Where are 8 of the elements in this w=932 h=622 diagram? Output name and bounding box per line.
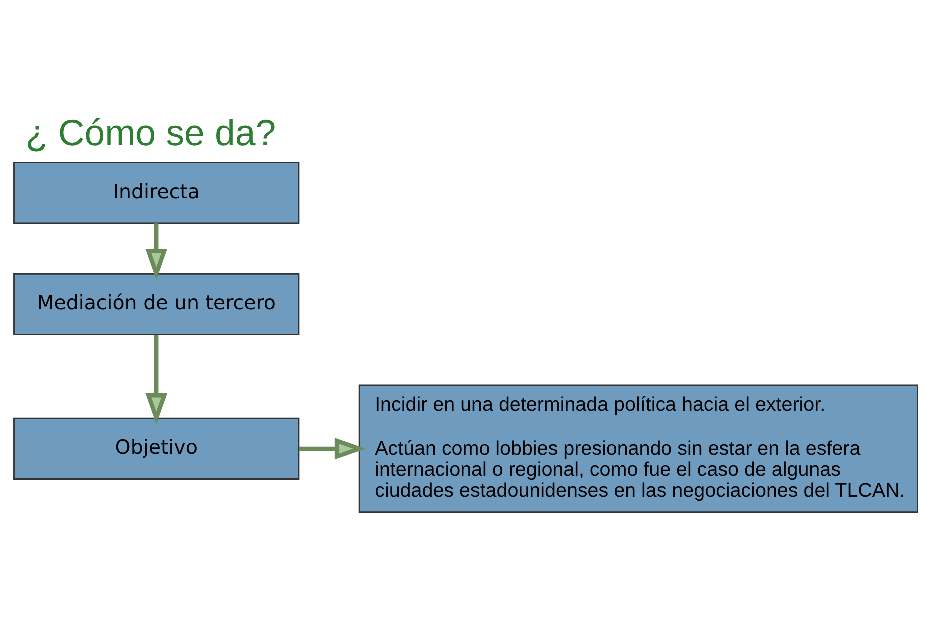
diagram-title: ¿ Cómo se da? (26, 112, 276, 154)
arrow (146, 223, 168, 280)
arrow (146, 334, 168, 424)
node-box: Mediación de un tercero (14, 272, 300, 335)
arrow (299, 438, 366, 460)
node-box: Objetivo (14, 417, 300, 480)
node-box: Incidir en una determinada política hacia el exterior. Actúan como lobbies presionando sin estar en la esfera internacional o regional, como fue el caso de algunas ciudades estadounidenses en las negociaciones del TLCAN. (358, 384, 918, 513)
node-box: Indirecta (14, 162, 300, 224)
